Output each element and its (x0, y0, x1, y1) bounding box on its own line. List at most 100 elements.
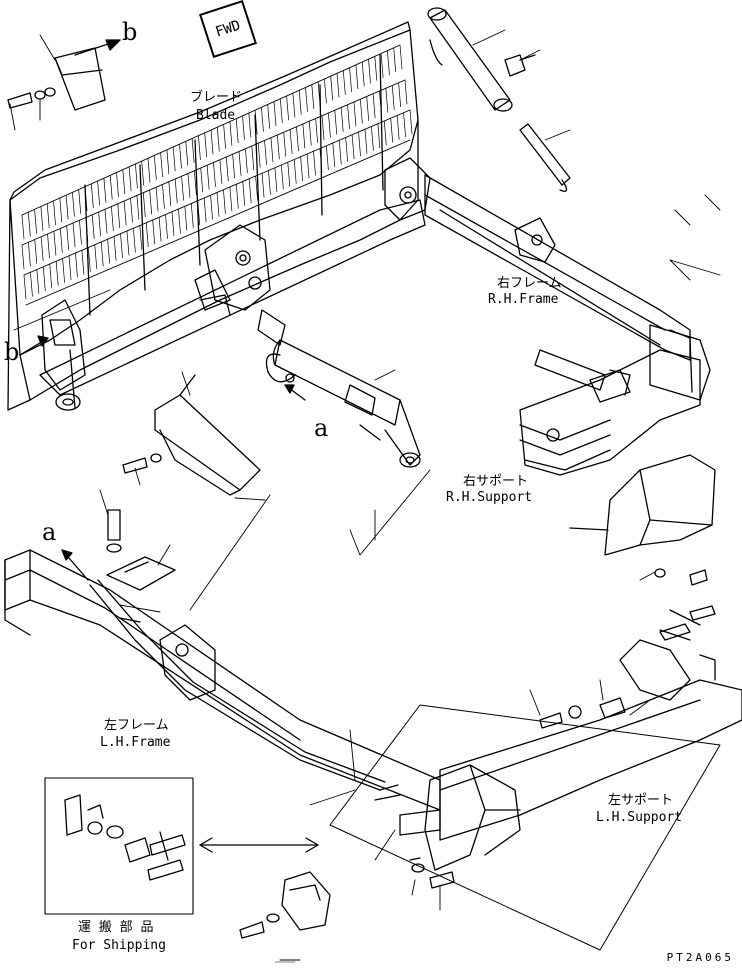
grating-line (287, 161, 291, 187)
grating-line (270, 137, 274, 163)
grating-line (21, 244, 25, 270)
grating-line (179, 143, 182, 169)
center-mount (194, 224, 271, 316)
grating-line (139, 225, 143, 250)
grating-line (141, 160, 145, 186)
grating-line (391, 85, 395, 110)
grating-line (185, 140, 189, 166)
bolt-guard (122, 453, 162, 474)
grating-line (359, 98, 363, 124)
grating-line (292, 92, 296, 118)
grating-line (242, 115, 245, 141)
guard-plate (154, 374, 261, 496)
grating-line (308, 120, 312, 146)
grating-line (409, 109, 413, 135)
lh-frame (4, 549, 441, 811)
grating-line (232, 153, 235, 179)
grating-line (210, 194, 213, 220)
grating-line (300, 156, 303, 182)
grating-line (155, 186, 159, 212)
grating-line (324, 78, 327, 104)
grating-line (116, 172, 119, 197)
grating-line (289, 129, 293, 154)
grating-line (40, 206, 44, 231)
grating-line (47, 233, 50, 259)
grating-line (153, 155, 157, 180)
grating-line (53, 230, 57, 256)
grating-line (190, 203, 194, 228)
grating-line (340, 107, 344, 132)
grating-line (21, 214, 25, 240)
grating-line (55, 260, 59, 286)
arrow-b-left (19, 335, 49, 356)
grating-line (377, 123, 381, 149)
grating-line (342, 70, 346, 95)
grating-line (79, 219, 82, 245)
rh-cover (569, 454, 716, 556)
grating-line (286, 95, 289, 121)
bolt-vertical (106, 509, 122, 553)
grating-line (349, 67, 352, 93)
grating-line (117, 203, 121, 229)
arrow-b-top (74, 39, 121, 56)
grating-line (65, 194, 69, 220)
grating-line (130, 197, 133, 223)
grating-line (216, 126, 220, 152)
grating-line (34, 208, 37, 234)
grating-line (254, 109, 258, 135)
lh-support-label-en: L.H.Support (596, 810, 683, 825)
grating-line (261, 172, 265, 198)
grating-line (273, 101, 277, 127)
grating-line (72, 222, 76, 248)
plate-b (54, 47, 106, 111)
grating-line (78, 189, 82, 214)
grating-line (168, 181, 172, 207)
grating-line (235, 118, 239, 144)
rh-frame (424, 174, 711, 401)
grating-line (98, 211, 101, 237)
grating-line (255, 175, 258, 201)
grating-line (203, 197, 207, 223)
grating-line (194, 170, 197, 196)
grating-line (235, 183, 239, 209)
grating-line (216, 192, 220, 217)
grating-line (152, 219, 156, 245)
grating-line (162, 184, 165, 209)
grating-line (28, 241, 31, 267)
grating-line (280, 164, 284, 190)
grating-line (219, 159, 223, 185)
grating-line (40, 236, 44, 262)
grating-line (267, 104, 271, 129)
grating-line (276, 134, 280, 160)
grating-line (210, 129, 214, 155)
rh-support-label-jp: 右サポート (463, 474, 529, 489)
grating-line (147, 157, 151, 183)
grating-line (242, 181, 246, 206)
lift-cylinder (257, 309, 421, 468)
shipping-box (44, 777, 194, 915)
grating-line (238, 151, 242, 176)
grating-line (334, 109, 338, 135)
grating-line (42, 266, 46, 292)
grating-line (293, 159, 297, 184)
drawing-code: PT2A065 (666, 951, 734, 964)
grating-line (120, 233, 123, 259)
grating-line (368, 58, 371, 84)
grating-line (59, 197, 63, 223)
grating-line (361, 61, 365, 87)
grating-line (330, 75, 334, 101)
reference-a-frame: a (42, 518, 57, 546)
grating-line (264, 140, 267, 165)
grating-line (81, 249, 85, 275)
grating-line (62, 258, 65, 283)
grating-line (94, 244, 98, 270)
grating-line (298, 89, 302, 115)
blade (7, 21, 426, 411)
grating-line (351, 134, 355, 160)
grating-line (187, 173, 191, 198)
grating-line (72, 191, 75, 217)
grating-line (305, 87, 308, 112)
grating-line (251, 145, 255, 171)
grating-line (133, 227, 136, 253)
